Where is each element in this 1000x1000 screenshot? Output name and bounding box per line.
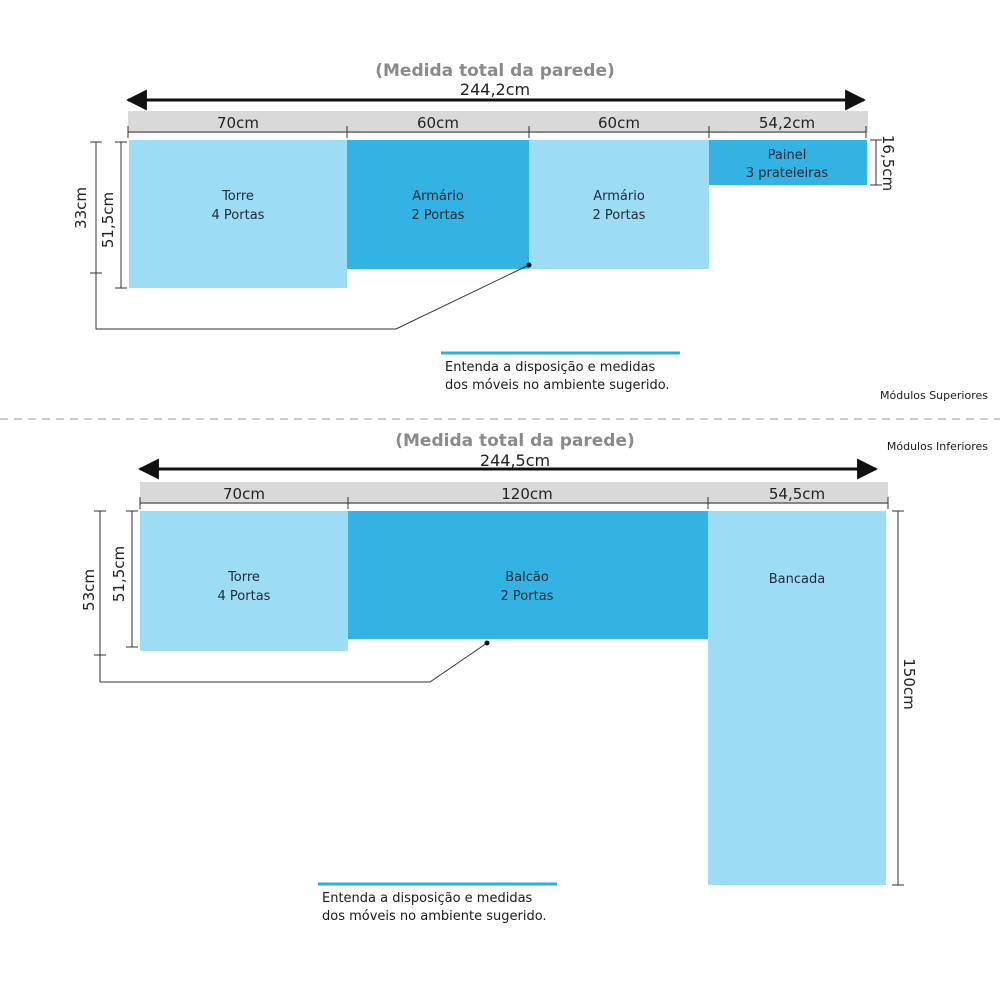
upper-module-2-line1: Armário <box>412 189 464 204</box>
upper-width-3: 60cm <box>598 114 640 132</box>
upper-module-3-line1: Armário <box>593 189 645 204</box>
upper-section-label: Módulos Superiores <box>880 389 988 402</box>
lower-width-2: 120cm <box>501 485 553 503</box>
upper-module-4-line2: 3 prateleiras <box>746 166 829 181</box>
upper-note-line1: Entenda a disposição e medidas <box>445 360 656 375</box>
upper-leader-line <box>95 264 530 330</box>
upper-module-3-line2: 2 Portas <box>593 208 646 223</box>
lower-module-balcao <box>348 511 708 639</box>
upper-module-1-line1: Torre <box>221 189 254 204</box>
lower-module-3-line1: Bancada <box>769 572 825 587</box>
upper-module-torre <box>129 140 347 288</box>
lower-depth-outer: 53cm <box>80 569 98 611</box>
upper-module-armario-2 <box>529 140 709 269</box>
lower-module-2-line1: Balcão <box>505 570 549 585</box>
lower-wall-title: (Medida total da parede) <box>395 431 635 451</box>
lower-depth-inner: 51,5cm <box>110 546 128 602</box>
lower-module-torre <box>140 511 348 651</box>
upper-wall-title: (Medida total da parede) <box>375 61 615 81</box>
upper-leader-dot <box>526 262 532 268</box>
upper-width-1: 70cm <box>217 114 259 132</box>
lower-width-3: 54,5cm <box>769 485 825 503</box>
lower-note-line2: dos móveis no ambiente sugerido. <box>322 909 547 924</box>
upper-module-armario-1 <box>347 140 529 269</box>
lower-section: Módulos Inferiores (Medida total da pare… <box>80 431 988 924</box>
upper-depth-outer: 33cm <box>72 187 90 229</box>
upper-width-2: 60cm <box>417 114 459 132</box>
upper-width-4: 54,2cm <box>759 114 815 132</box>
upper-wall-strip <box>128 111 868 133</box>
upper-module-2-line2: 2 Portas <box>412 208 465 223</box>
upper-total-width: 244,2cm <box>460 80 530 99</box>
lower-total-width: 244,5cm <box>480 451 550 470</box>
lower-section-label: Módulos Inferiores <box>887 440 988 453</box>
upper-section: (Medida total da parede) 244,2cm 70cm 60… <box>72 61 988 402</box>
upper-depth-inner: 51,5cm <box>99 192 117 248</box>
upper-module-4-line1: Painel <box>768 148 807 163</box>
upper-note-line2: dos móveis no ambiente sugerido. <box>445 378 670 393</box>
lower-width-1: 70cm <box>223 485 265 503</box>
lower-note-line1: Entenda a disposição e medidas <box>322 891 533 906</box>
lower-module-2-line2: 2 Portas <box>501 589 554 604</box>
lower-module-1-line2: 4 Portas <box>218 589 271 604</box>
upper-module-1-line2: 4 Portas <box>212 208 265 223</box>
lower-leader-line <box>99 642 488 683</box>
lower-leader-dot <box>484 640 490 646</box>
upper-module-painel <box>709 140 867 185</box>
lower-module-1-line1: Torre <box>227 570 260 585</box>
upper-panel-height: 16,5cm <box>879 135 897 191</box>
lower-module-bancada <box>708 511 886 885</box>
lower-bench-length: 150cm <box>900 658 918 710</box>
lower-wall-strip <box>140 482 888 504</box>
